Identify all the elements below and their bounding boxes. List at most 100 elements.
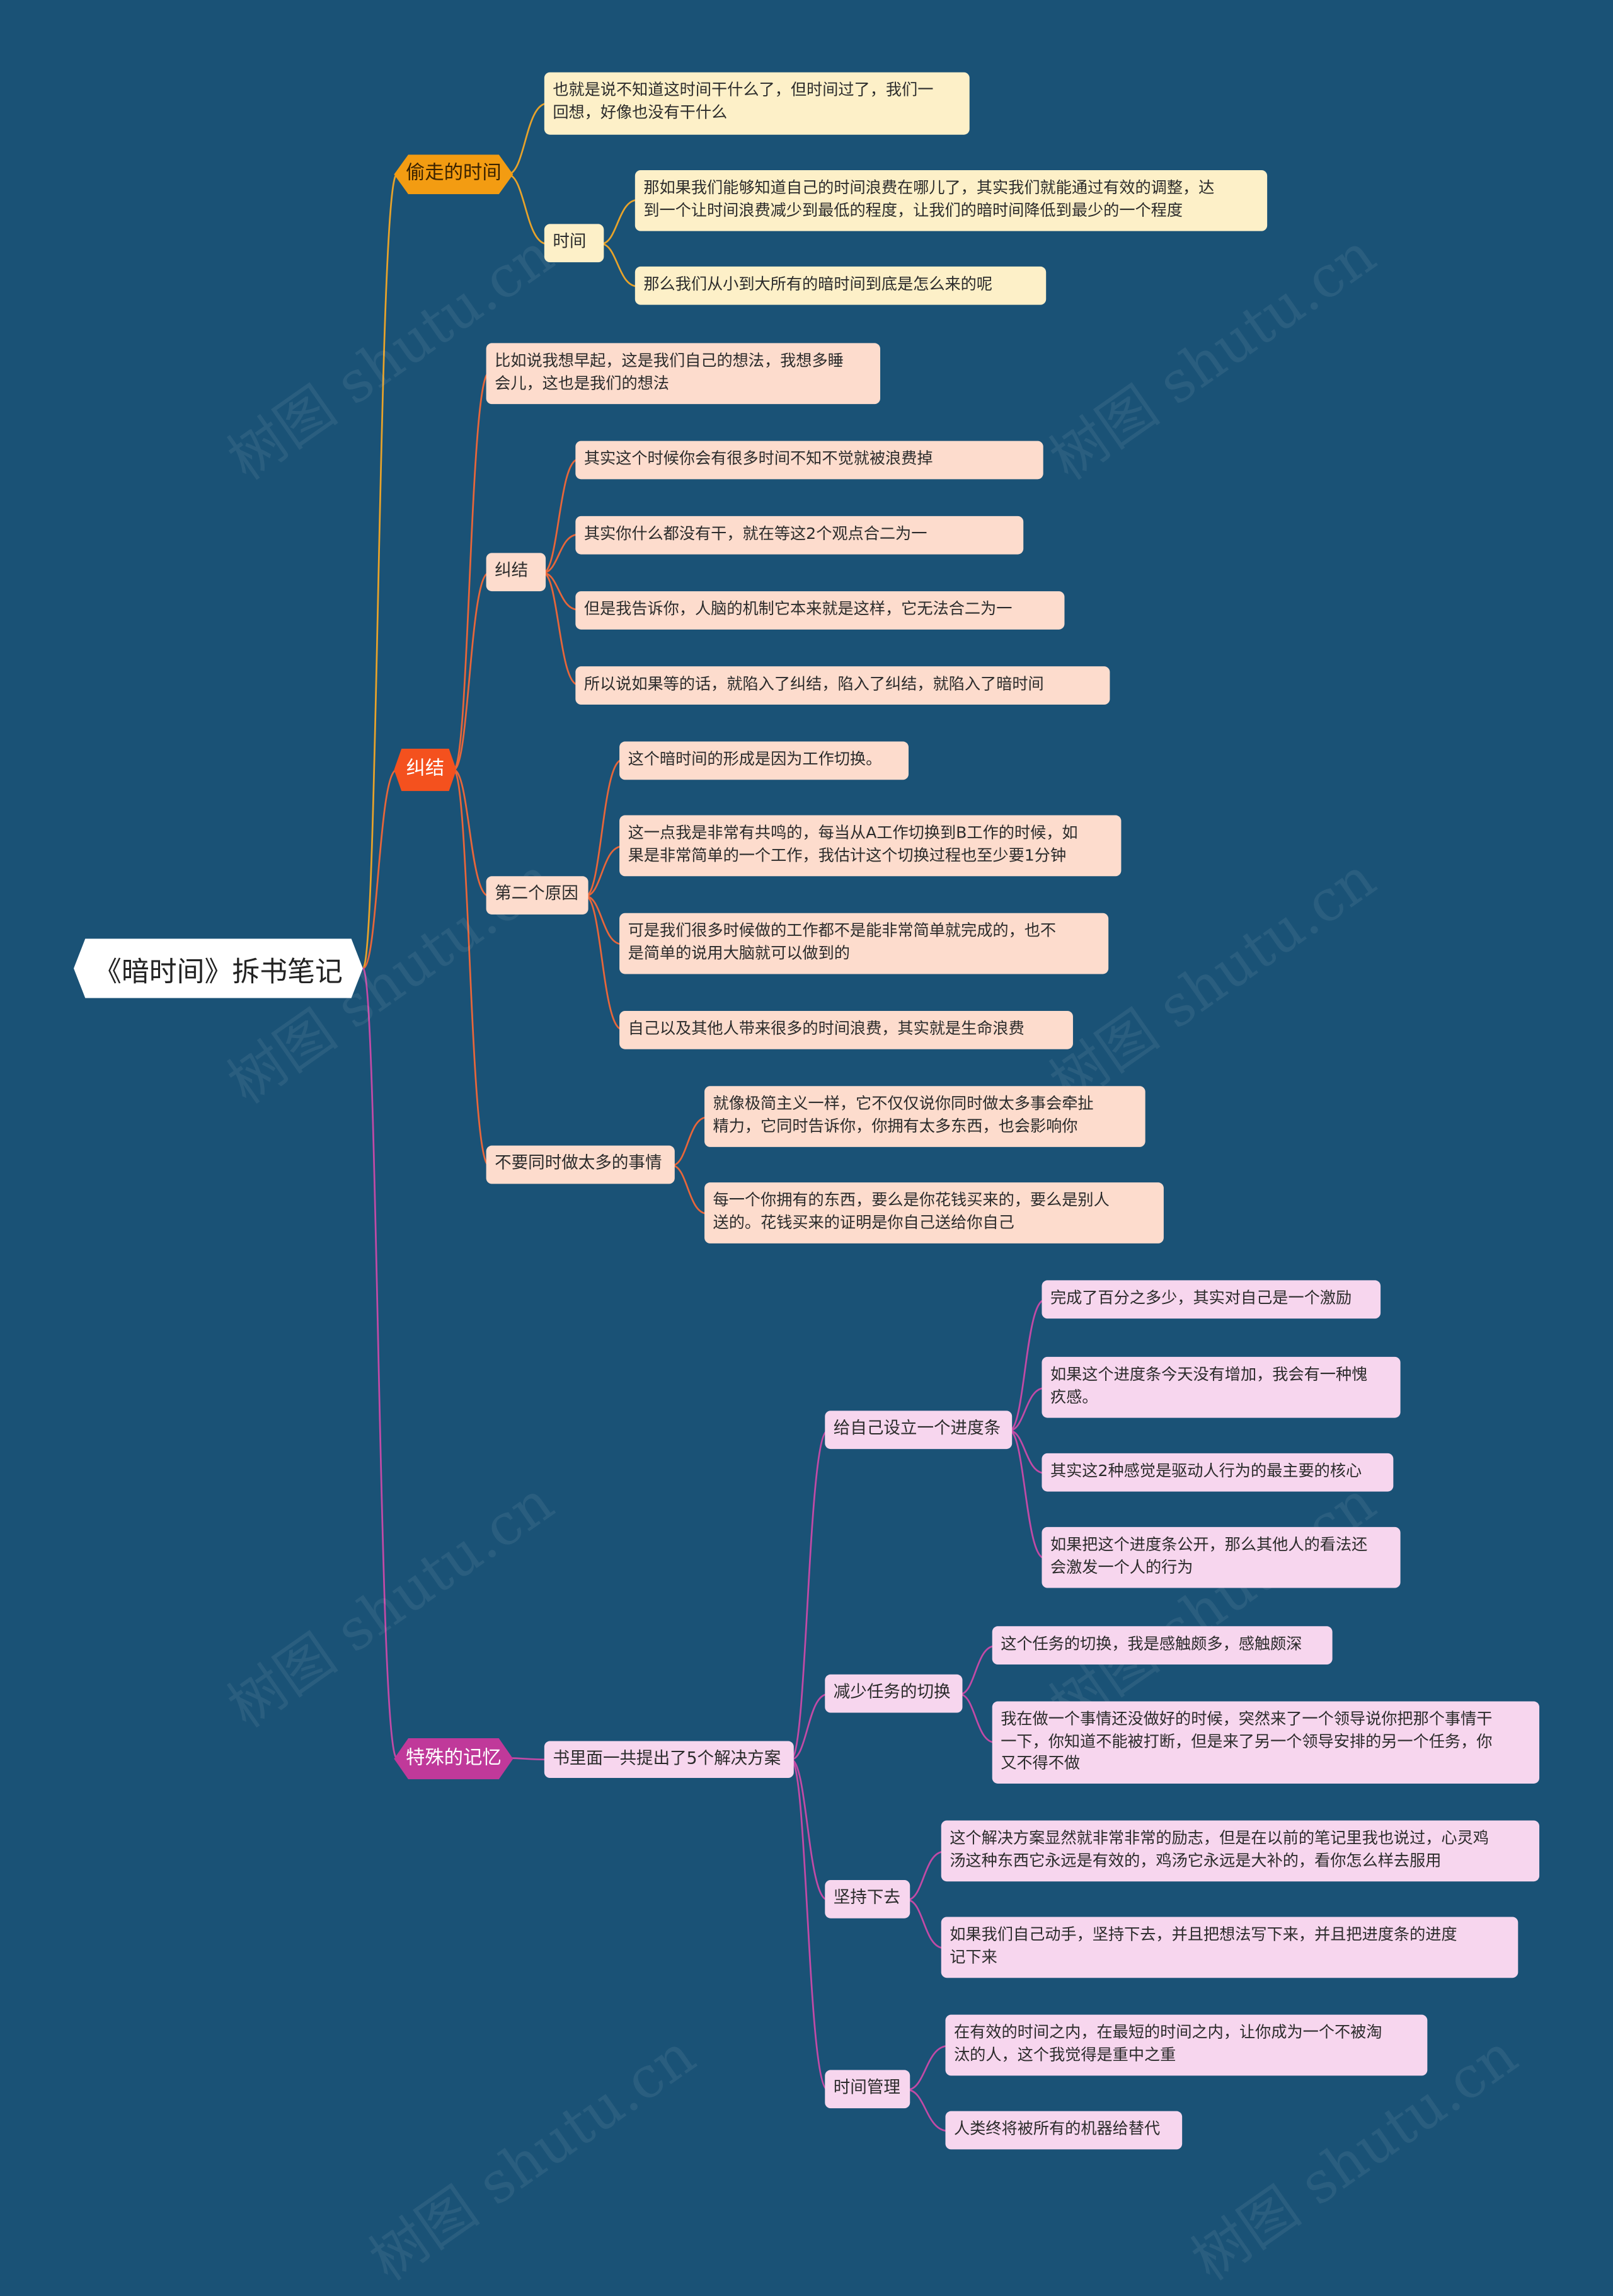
leaf-node[interactable]: 在有效的时间之内，在最短的时间之内，让你成为一个不被淘 汰的人，这个我觉得是重中… xyxy=(945,2014,1428,2076)
leaf-node[interactable]: 比如说我想早起，这是我们自己的想法，我想多睡 会儿，这也是我们的想法 xyxy=(486,343,881,405)
leaf-node[interactable]: 每一个你拥有的东西，要么是你花钱买来的，要么是别人 送的。花钱买来的证明是你自己… xyxy=(704,1182,1164,1243)
branch-node[interactable]: 偷走的时间 xyxy=(394,154,514,195)
node-line: 又不得不做 xyxy=(1001,1753,1081,1772)
node-line: 那么我们从小到大所有的暗时间到底是怎么来的呢 xyxy=(643,275,993,294)
node-line: 我在做一个事情还没做好的时候，突然来了一个领导说你把那个事情干 xyxy=(1001,1710,1493,1729)
leaf-node[interactable]: 其实你什么都没有干，就在等这2个观点合二为一 xyxy=(575,516,1024,555)
node-line: 这一点我是非常有共鸣的，每当从A工作切换到B工作的时候，如 xyxy=(628,824,1078,843)
subtopic-node[interactable]: 纠结 xyxy=(486,553,546,592)
subtopic-node[interactable]: 不要同时做太多的事情 xyxy=(486,1145,675,1184)
subtopic-node[interactable]: 时间管理 xyxy=(825,2070,910,2109)
leaf-node[interactable]: 我在做一个事情还没做好的时候，突然来了一个领导说你把那个事情干 一下，你知道不能… xyxy=(992,1701,1540,1784)
connector-line xyxy=(542,458,579,574)
leaf-node[interactable]: 人类终将被所有的机器给替代 xyxy=(945,2111,1183,2150)
root-topic[interactable]: 《暗时间》拆书笔记 xyxy=(73,938,363,998)
connector-line xyxy=(790,1429,829,1761)
connector-line xyxy=(362,173,398,969)
node-line: 其实这个时候你会有很多时间不知不觉就被浪费掉 xyxy=(583,449,933,468)
connector-line xyxy=(1009,1299,1045,1432)
leaf-node[interactable]: 自己以及其他人带来很多的时间浪费，其实就是生命浪费 xyxy=(619,1010,1073,1049)
node-line: 回想，好像也没有干什么 xyxy=(553,103,728,122)
node-line: 每一个你拥有的东西，要么是你花钱买来的，要么是别人 xyxy=(713,1191,1110,1209)
connector-line xyxy=(959,1645,996,1695)
connector-line xyxy=(907,2089,949,2132)
node-line: 其实这2种感觉是驱动人行为的最主要的核心 xyxy=(1050,1462,1362,1480)
node-line: 所以说如果等的话，就陷入了纠结，陷入了纠结，就陷入了暗时间 xyxy=(583,674,1044,694)
connector-line xyxy=(585,759,623,897)
node-line: 是简单的说用大脑就可以做到的 xyxy=(628,943,850,962)
connector-line xyxy=(507,102,548,176)
connector-line xyxy=(542,533,578,574)
leaf-node[interactable]: 这一点我是非常有共鸣的，每当从A工作切换到B工作的时候，如 果是非常简单的一个工… xyxy=(619,815,1122,877)
connector-line xyxy=(453,572,490,771)
node-line: 如果这个进度条今天没有增加，我会有一种愧 xyxy=(1050,1365,1368,1384)
node-line: 就像极简主义一样，它不仅仅说你同时做太多事会牵扯 xyxy=(713,1094,1094,1113)
connector-line xyxy=(542,572,578,611)
subtopic-node[interactable]: 书里面一共提出了5个解决方案 xyxy=(544,1741,794,1778)
connector-line xyxy=(452,769,490,1167)
subtopic-node[interactable]: 给自己设立一个进度条 xyxy=(825,1410,1013,1450)
connector-line xyxy=(362,769,398,969)
leaf-node[interactable]: 所以说如果等的话，就陷入了纠结，陷入了纠结，就陷入了暗时间 xyxy=(575,666,1110,705)
node-line: 送的。花钱买来的证明是你自己送给你自己 xyxy=(713,1213,1014,1232)
connector-line xyxy=(600,199,638,245)
leaf-node[interactable]: 但是我告诉你，人脑的机制它本来就是这样，它无法合二为一 xyxy=(575,591,1065,630)
node-line: 但是我告诉你，人脑的机制它本来就是这样，它无法合二为一 xyxy=(583,599,1013,618)
node-line: 时间 xyxy=(553,231,587,251)
node-line: 果是非常简单的一个工作，我估计这个切换过程也至少要1分钟 xyxy=(628,845,1067,865)
node-line: 可是我们很多时候做的工作都不是能非常简单就完成的，也不 xyxy=(628,921,1057,940)
node-line: 如果我们自己动手，坚持下去，并且把想法写下来，并且把进度条的进度 xyxy=(950,1925,1457,1944)
node-line: 如果把这个进度条公开，那么其他人的看法还 xyxy=(1050,1535,1368,1554)
leaf-node[interactable]: 其实这2种感觉是驱动人行为的最主要的核心 xyxy=(1042,1453,1394,1492)
connector-line xyxy=(790,1758,829,1901)
leaf-node[interactable]: 完成了百分之多少，其实对自己是一个激励 xyxy=(1042,1280,1381,1319)
node-line: 自己以及其他人带来很多的时间浪费，其实就是生命浪费 xyxy=(628,1019,1025,1038)
mindmap-canvas: 树图 shutu.cn 树图 shutu.cn 树图 shutu.cn 树图 s… xyxy=(73,72,1540,2294)
node-line: 记下来 xyxy=(950,1947,997,1966)
branch-node[interactable]: 纠结 xyxy=(394,748,457,792)
connector-line xyxy=(959,1693,996,1744)
subtopic-node[interactable]: 减少任务的切换 xyxy=(825,1674,963,1713)
connector-line xyxy=(452,372,490,771)
subtopic-node[interactable]: 第二个原因 xyxy=(486,876,588,914)
branch-node[interactable]: 特殊的记忆 xyxy=(394,1738,514,1780)
leaf-node[interactable]: 这个解决方案显然就非常非常的励志，但是在以前的笔记里我也说过，心灵鸡 汤这种东西… xyxy=(941,1820,1540,1882)
connector-line xyxy=(507,173,548,245)
leaf-node[interactable]: 也就是说不知道这时间干什么了，但时间过了，我们一 回想，好像也没有干什么 xyxy=(544,72,970,135)
node-line: 汤这种东西它永远是有效的，鸡汤它永远是大补的，看你怎么样去服用 xyxy=(950,1850,1442,1870)
connector-line xyxy=(507,1757,548,1761)
leaf-node[interactable]: 如果这个进度条今天没有增加，我会有一种愧 疚感。 xyxy=(1042,1356,1401,1418)
connector-line xyxy=(907,2045,949,2091)
leaf-node[interactable]: 这个暗时间的形成是因为工作切换。 xyxy=(619,741,909,780)
node-line: 在有效的时间之内，在最短的时间之内，让你成为一个不被淘 xyxy=(953,2023,1382,2042)
subtopic-node[interactable]: 坚持下去 xyxy=(825,1879,910,1918)
node-line: 人类终将被所有的机器给替代 xyxy=(953,2120,1161,2138)
connector-line xyxy=(453,769,490,897)
connector-line xyxy=(1009,1429,1045,1474)
node-line: 那如果我们能够知道自己的时间浪费在哪儿了，其实我们就能通过有效的调整，达 xyxy=(643,178,1215,197)
node-line: 一下，你知道不能被打断，但是来了另一个领导安排的另一个任务，你 xyxy=(1001,1731,1493,1751)
node-line: 也就是说不知道这时间干什么了，但时间过了，我们一 xyxy=(553,81,934,100)
leaf-node[interactable]: 这个任务的切换，我是感触颇多，感触颇深 xyxy=(992,1626,1333,1665)
leaf-node[interactable]: 那如果我们能够知道自己的时间浪费在哪儿了，其实我们就能通过有效的调整，达 到一个… xyxy=(634,170,1268,231)
node-line: 汰的人，这个我觉得是重中之重 xyxy=(953,2045,1176,2064)
node-line: 比如说我想早起，这是我们自己的想法，我想多睡 xyxy=(495,351,844,371)
subtopic-node[interactable]: 时间 xyxy=(544,224,604,263)
node-line: 完成了百分之多少，其实对自己是一个激励 xyxy=(1050,1288,1352,1308)
node-line: 时间管理 xyxy=(833,2077,900,2097)
leaf-node[interactable]: 如果把这个进度条公开，那么其他人的看法还 会激发一个人的行为 xyxy=(1042,1526,1401,1588)
node-line: 这个任务的切换，我是感触颇多，感触颇深 xyxy=(1001,1634,1302,1654)
leaf-node[interactable]: 可是我们很多时候做的工作都不是能非常简单就完成的，也不 是简单的说用大脑就可以做… xyxy=(619,913,1109,974)
connector-line xyxy=(542,572,579,686)
node-line: 这个暗时间的形成是因为工作切换。 xyxy=(628,750,882,769)
leaf-node[interactable]: 那么我们从小到大所有的暗时间到底是怎么来的呢 xyxy=(634,266,1047,305)
connector-line xyxy=(585,845,623,897)
node-line: 书里面一共提出了5个解决方案 xyxy=(553,1748,781,1768)
connector-line xyxy=(1009,1429,1045,1559)
leaf-node[interactable]: 就像极简主义一样，它不仅仅说你同时做太多事会牵扯 精力，它同时告诉你，你拥有太多… xyxy=(704,1086,1145,1147)
leaf-node[interactable]: 其实这个时候你会有很多时间不知不觉就被浪费掉 xyxy=(575,441,1043,480)
connector-line xyxy=(362,967,398,1759)
leaf-node[interactable]: 如果我们自己动手，坚持下去，并且把想法写下来，并且把进度条的进度 记下来 xyxy=(941,1917,1518,1978)
connector-line xyxy=(672,1164,708,1215)
node-line: 会激发一个人的行为 xyxy=(1050,1557,1193,1576)
